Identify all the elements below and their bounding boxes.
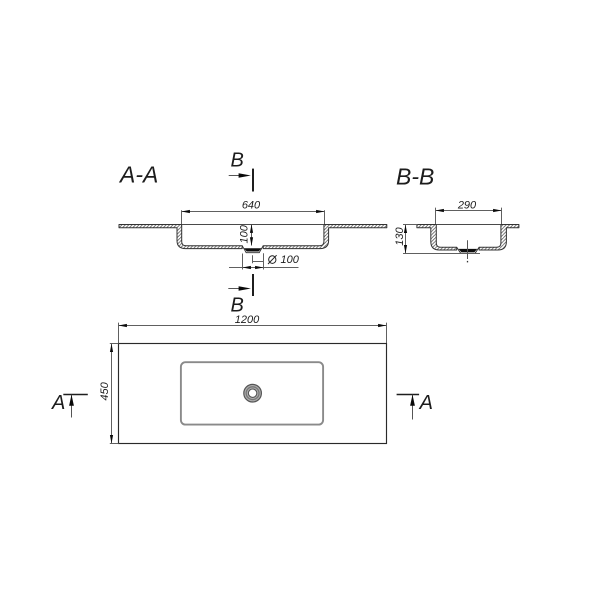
- svg-text:100: 100: [239, 224, 251, 243]
- svg-text:450: 450: [99, 381, 111, 400]
- svg-text:290: 290: [457, 199, 477, 211]
- svg-text:B: B: [231, 150, 244, 172]
- svg-text:B: B: [231, 295, 244, 317]
- svg-text:100: 100: [281, 254, 300, 266]
- svg-text:130: 130: [394, 227, 406, 246]
- svg-text:B-B: B-B: [396, 164, 434, 190]
- svg-text:640: 640: [242, 200, 261, 212]
- svg-text:A: A: [419, 392, 433, 414]
- svg-text:A-A: A-A: [118, 162, 158, 188]
- svg-text:1200: 1200: [235, 314, 260, 326]
- svg-text:A: A: [51, 392, 65, 414]
